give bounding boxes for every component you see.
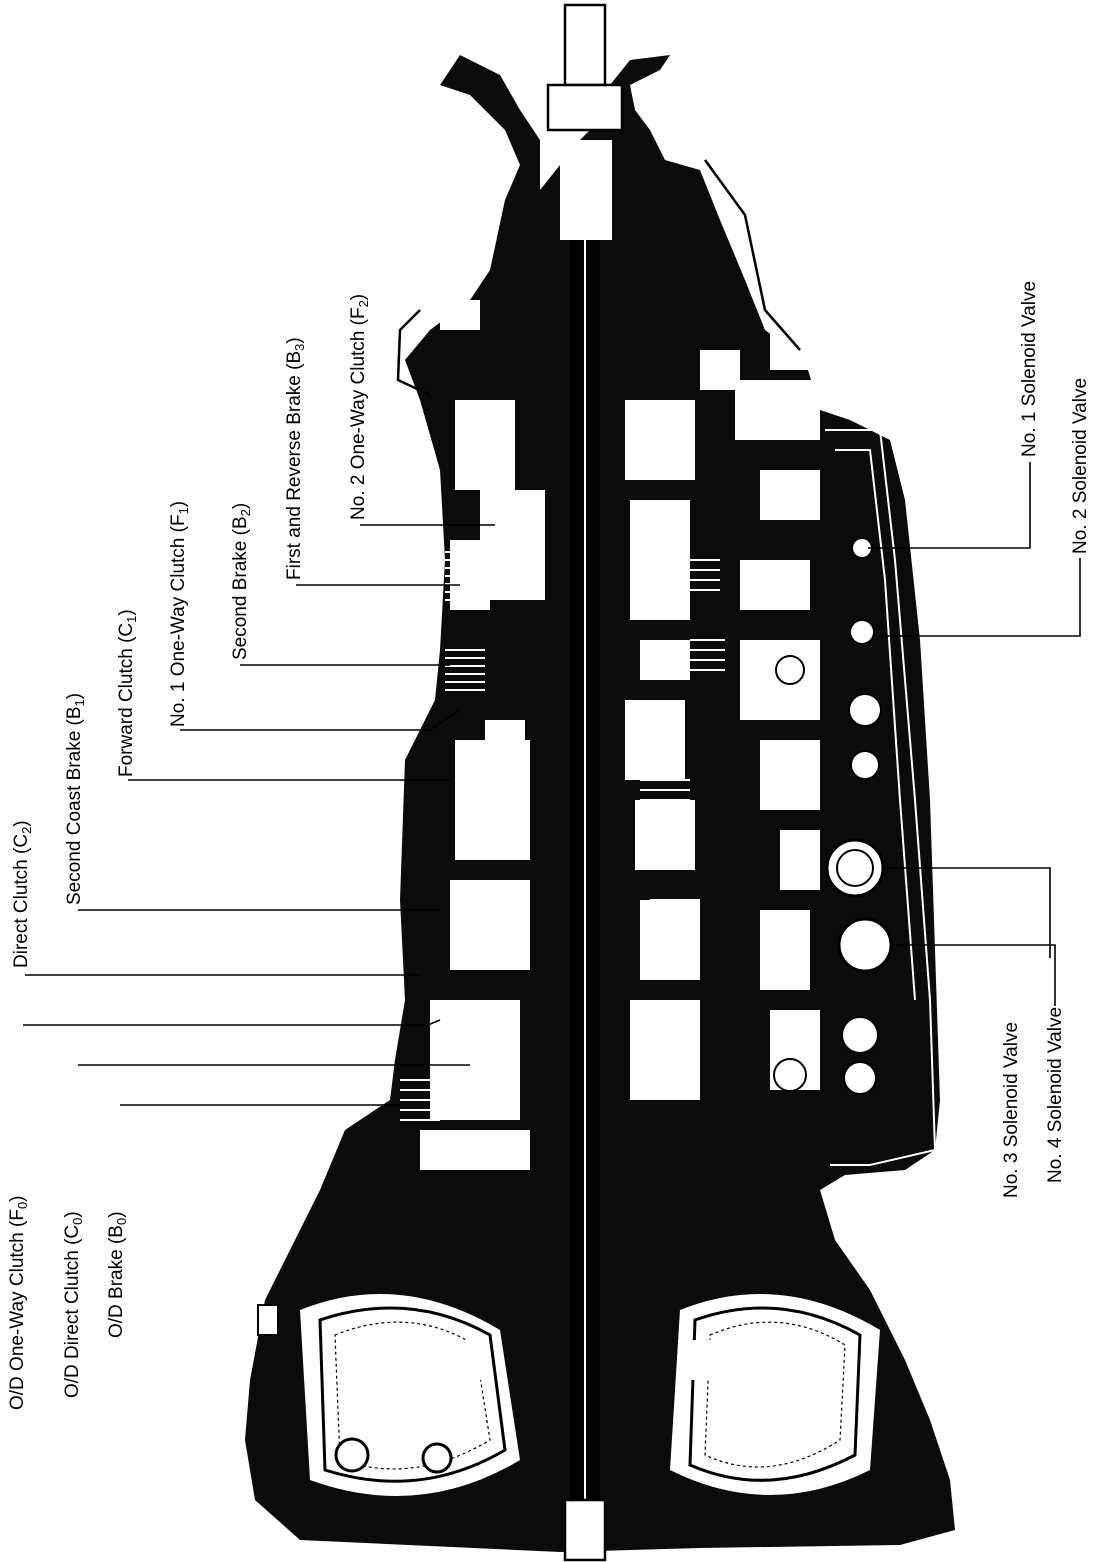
leader-no4-solenoid [890,944,1056,1006]
labels: O/D One-Way Clutch (F0) O/D Direct Clutc… [7,281,1091,1410]
leader-no2-solenoid [875,558,1081,637]
transmission-cutaway-drawing [245,3,955,1562]
label-no2-solenoid: No. 2 Solenoid Valve [1070,378,1091,554]
leader-od-one-way-clutch [23,1019,441,1026]
label-first-reverse-brake: First and Reverse Brake (B3) [284,337,307,580]
label-no4-solenoid: No. 4 Solenoid Valve [1045,1007,1066,1183]
leader-no3-solenoid [882,867,1051,958]
label-no2-one-way-clutch: No. 2 One-Way Clutch (F2) [348,294,371,520]
leader-lines [23,462,1081,1106]
label-forward-clutch: Forward Clutch (C1) [116,609,139,777]
leader-no1-one-way-clutch [180,709,461,731]
valve-body [735,380,937,1166]
label-od-one-way-clutch: O/D One-Way Clutch (F0) [7,1195,30,1410]
label-no3-solenoid: No. 3 Solenoid Valve [1001,1022,1022,1198]
label-direct-clutch: Direct Clutch (C2) [11,820,34,968]
torque-converter [300,1294,880,1562]
right-cavities [625,330,810,1100]
label-no1-solenoid: No. 1 Solenoid Valve [1019,281,1040,457]
label-second-brake: Second Brake (B2) [230,503,253,660]
label-od-direct-clutch: O/D Direct Clutch (C0) [62,1211,85,1398]
clutch-plate-packs [400,551,725,1121]
label-second-coast-brake: Second Coast Brake (B1) [64,693,87,905]
leader-no1-solenoid [868,462,1031,549]
label-no1-one-way-clutch: No. 1 One-Way Clutch (F1) [168,501,191,727]
label-od-brake: O/D Brake (B0) [106,1211,129,1338]
